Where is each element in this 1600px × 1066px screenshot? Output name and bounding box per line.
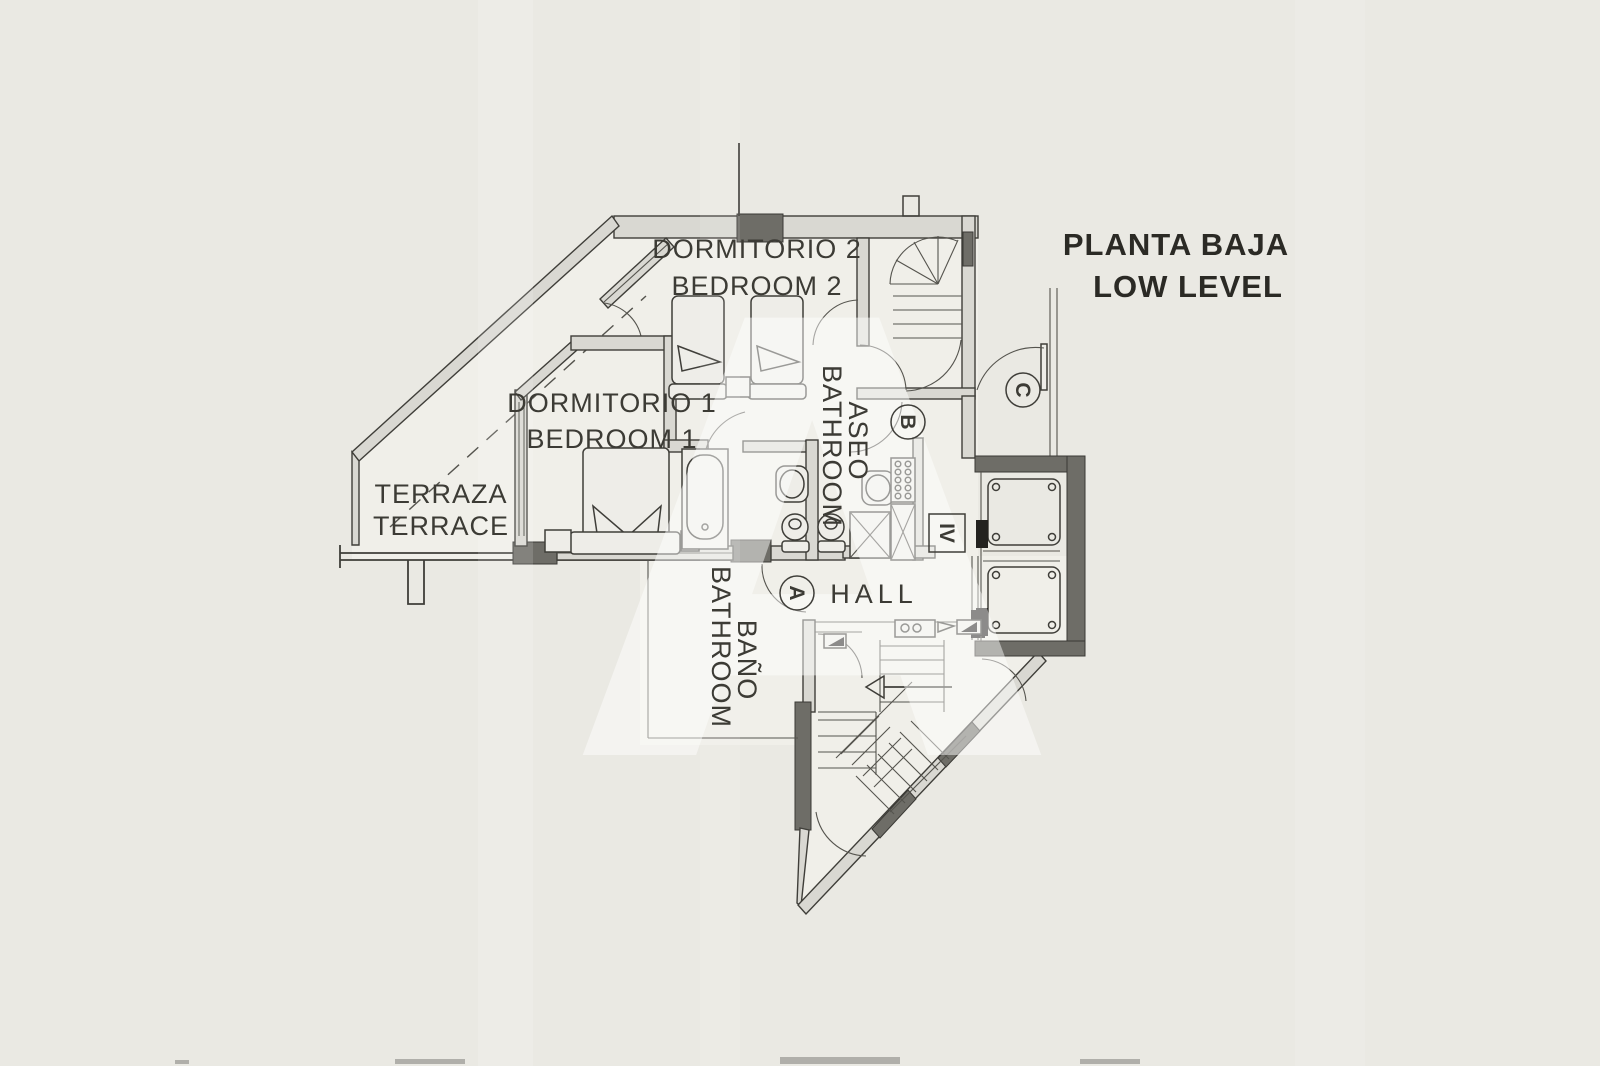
bedroom2-label-es: DORMITORIO 2 — [652, 234, 862, 264]
door-arcs — [705, 299, 1027, 857]
door-c-leaf — [1040, 343, 1048, 391]
watermark-logo: A — [580, 198, 1049, 897]
bedroom1-label-en: BEDROOM 1 — [526, 424, 697, 454]
door-tag-a: A — [779, 575, 815, 611]
aseo-label-en: BATHROOM — [817, 365, 847, 527]
terrace-label-en: TERRACE — [373, 511, 509, 541]
bedroom1-bed — [544, 447, 700, 555]
bedroom1-label-es: DORMITORIO 1 — [507, 388, 717, 418]
plan-title-line1: PLANTA BAJA — [1063, 227, 1289, 262]
aseo-label-es: ASEO — [843, 401, 873, 480]
footer-crop-marks — [175, 1057, 1140, 1064]
room-labels: DORMITORIO 2 BEDROOM 2 DORMITORIO 1 BEDR… — [373, 234, 918, 728]
scan-streaks — [478, 0, 1365, 1066]
door-c-arc — [976, 346, 1045, 391]
roof-stub — [902, 195, 920, 217]
svg-text:A: A — [785, 585, 808, 600]
shelving-unit — [890, 457, 916, 503]
plan-title: PLANTA BAJA LOW LEVEL — [1063, 227, 1289, 304]
terrace-dashed-line — [389, 295, 647, 528]
svg-text:C: C — [1011, 382, 1034, 397]
stair-direction-arrow — [864, 674, 885, 700]
elevator-car-2 — [976, 566, 1061, 636]
door-tag-c: C — [1005, 372, 1041, 408]
terrace-label-es: TERRAZA — [374, 479, 507, 509]
plan-title-line2: LOW LEVEL — [1093, 269, 1283, 304]
elevator-car-1 — [976, 478, 1061, 548]
duct-box — [890, 503, 916, 561]
shower-box — [849, 511, 891, 559]
diagonal-facade — [797, 650, 1047, 916]
bedroom2-beds — [668, 295, 807, 400]
upper-staircase — [889, 236, 962, 392]
bano-label-en: BATHROOM — [706, 566, 736, 728]
svg-text:B: B — [896, 414, 919, 429]
sink-1 — [775, 465, 809, 503]
hall-wall-fixtures — [823, 619, 982, 649]
stair-box-tag: IV — [928, 513, 966, 553]
bano-label-es: BAÑO — [732, 620, 763, 701]
svg-text:IV: IV — [935, 523, 958, 543]
terrace-door-arc — [603, 302, 642, 337]
door-tag-b: B — [890, 404, 926, 440]
elevator-shaft — [974, 455, 1086, 657]
bathtub — [681, 448, 729, 550]
pillar-block — [736, 213, 784, 243]
hall-label: HALL — [830, 579, 918, 609]
entry-staircase — [818, 640, 967, 815]
toilet-1 — [781, 513, 809, 541]
toilet-2 — [817, 513, 845, 541]
bedroom2-label-en: BEDROOM 2 — [671, 271, 842, 301]
bathroom-fixtures — [775, 457, 916, 561]
